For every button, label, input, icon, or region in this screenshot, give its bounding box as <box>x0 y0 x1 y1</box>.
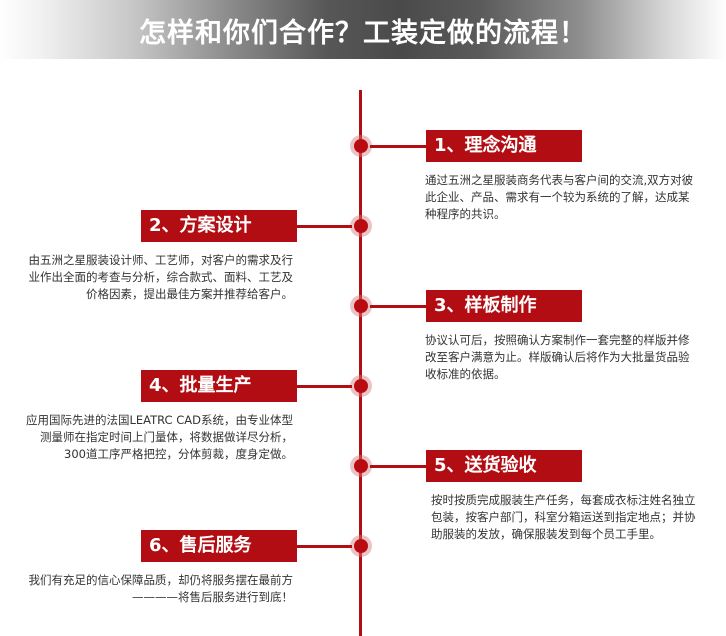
connector-6 <box>297 545 352 548</box>
step-description-2: 由五洲之星服装设计师、工艺师，对客户的需求及行业作出全面的考查与分析，综合款式、… <box>28 253 294 301</box>
timeline-node-1 <box>350 135 372 157</box>
timeline-spine <box>359 90 362 636</box>
step-title-3: 3、样板制作 <box>426 290 582 322</box>
step-title-2: 2、方案设计 <box>141 210 297 242</box>
step-description-1: 通过五洲之星服装商务代表与客户间的交流,双方对彼此企业、产品、需求有一个较为系统… <box>425 173 694 221</box>
timeline-node-2 <box>350 215 372 237</box>
step-title-1: 1、理念沟通 <box>426 130 582 162</box>
connector-1 <box>370 145 426 148</box>
step-title-6: 6、售后服务 <box>141 530 297 562</box>
connector-4 <box>297 385 352 388</box>
header-banner: 怎样和你们合作？工装定做的流程！ <box>0 0 726 59</box>
step-description-5: 按时按质完成服装生产任务，每套成衣标注姓名独立包装，按客户部门，科室分箱运送到指… <box>431 493 696 541</box>
timeline-node-6 <box>350 535 372 557</box>
timeline-node-3 <box>350 295 372 317</box>
step-description-4: 应用国际先进的法国LEATRC CAD系统，由专业体型测量师在指定时间上门量体，… <box>25 413 293 461</box>
connector-5 <box>370 465 426 468</box>
page-title: 怎样和你们合作？工装定做的流程！ <box>139 18 587 49</box>
connector-2 <box>297 225 352 228</box>
step-title-4: 4、批量生产 <box>141 370 297 402</box>
step-title-5: 5、送货验收 <box>426 450 582 482</box>
timeline-node-4 <box>350 375 372 397</box>
connector-3 <box>370 305 426 308</box>
timeline-node-5 <box>350 455 372 477</box>
step-description-3: 协议认可后，按照确认方案制作一套完整的样版并修改至客户满意为止。样版确认后将作为… <box>425 333 690 381</box>
step-description-6: 我们有充足的信心保障品质，却仍将服务摆在最前方————将售后服务进行到底！ <box>28 573 294 604</box>
